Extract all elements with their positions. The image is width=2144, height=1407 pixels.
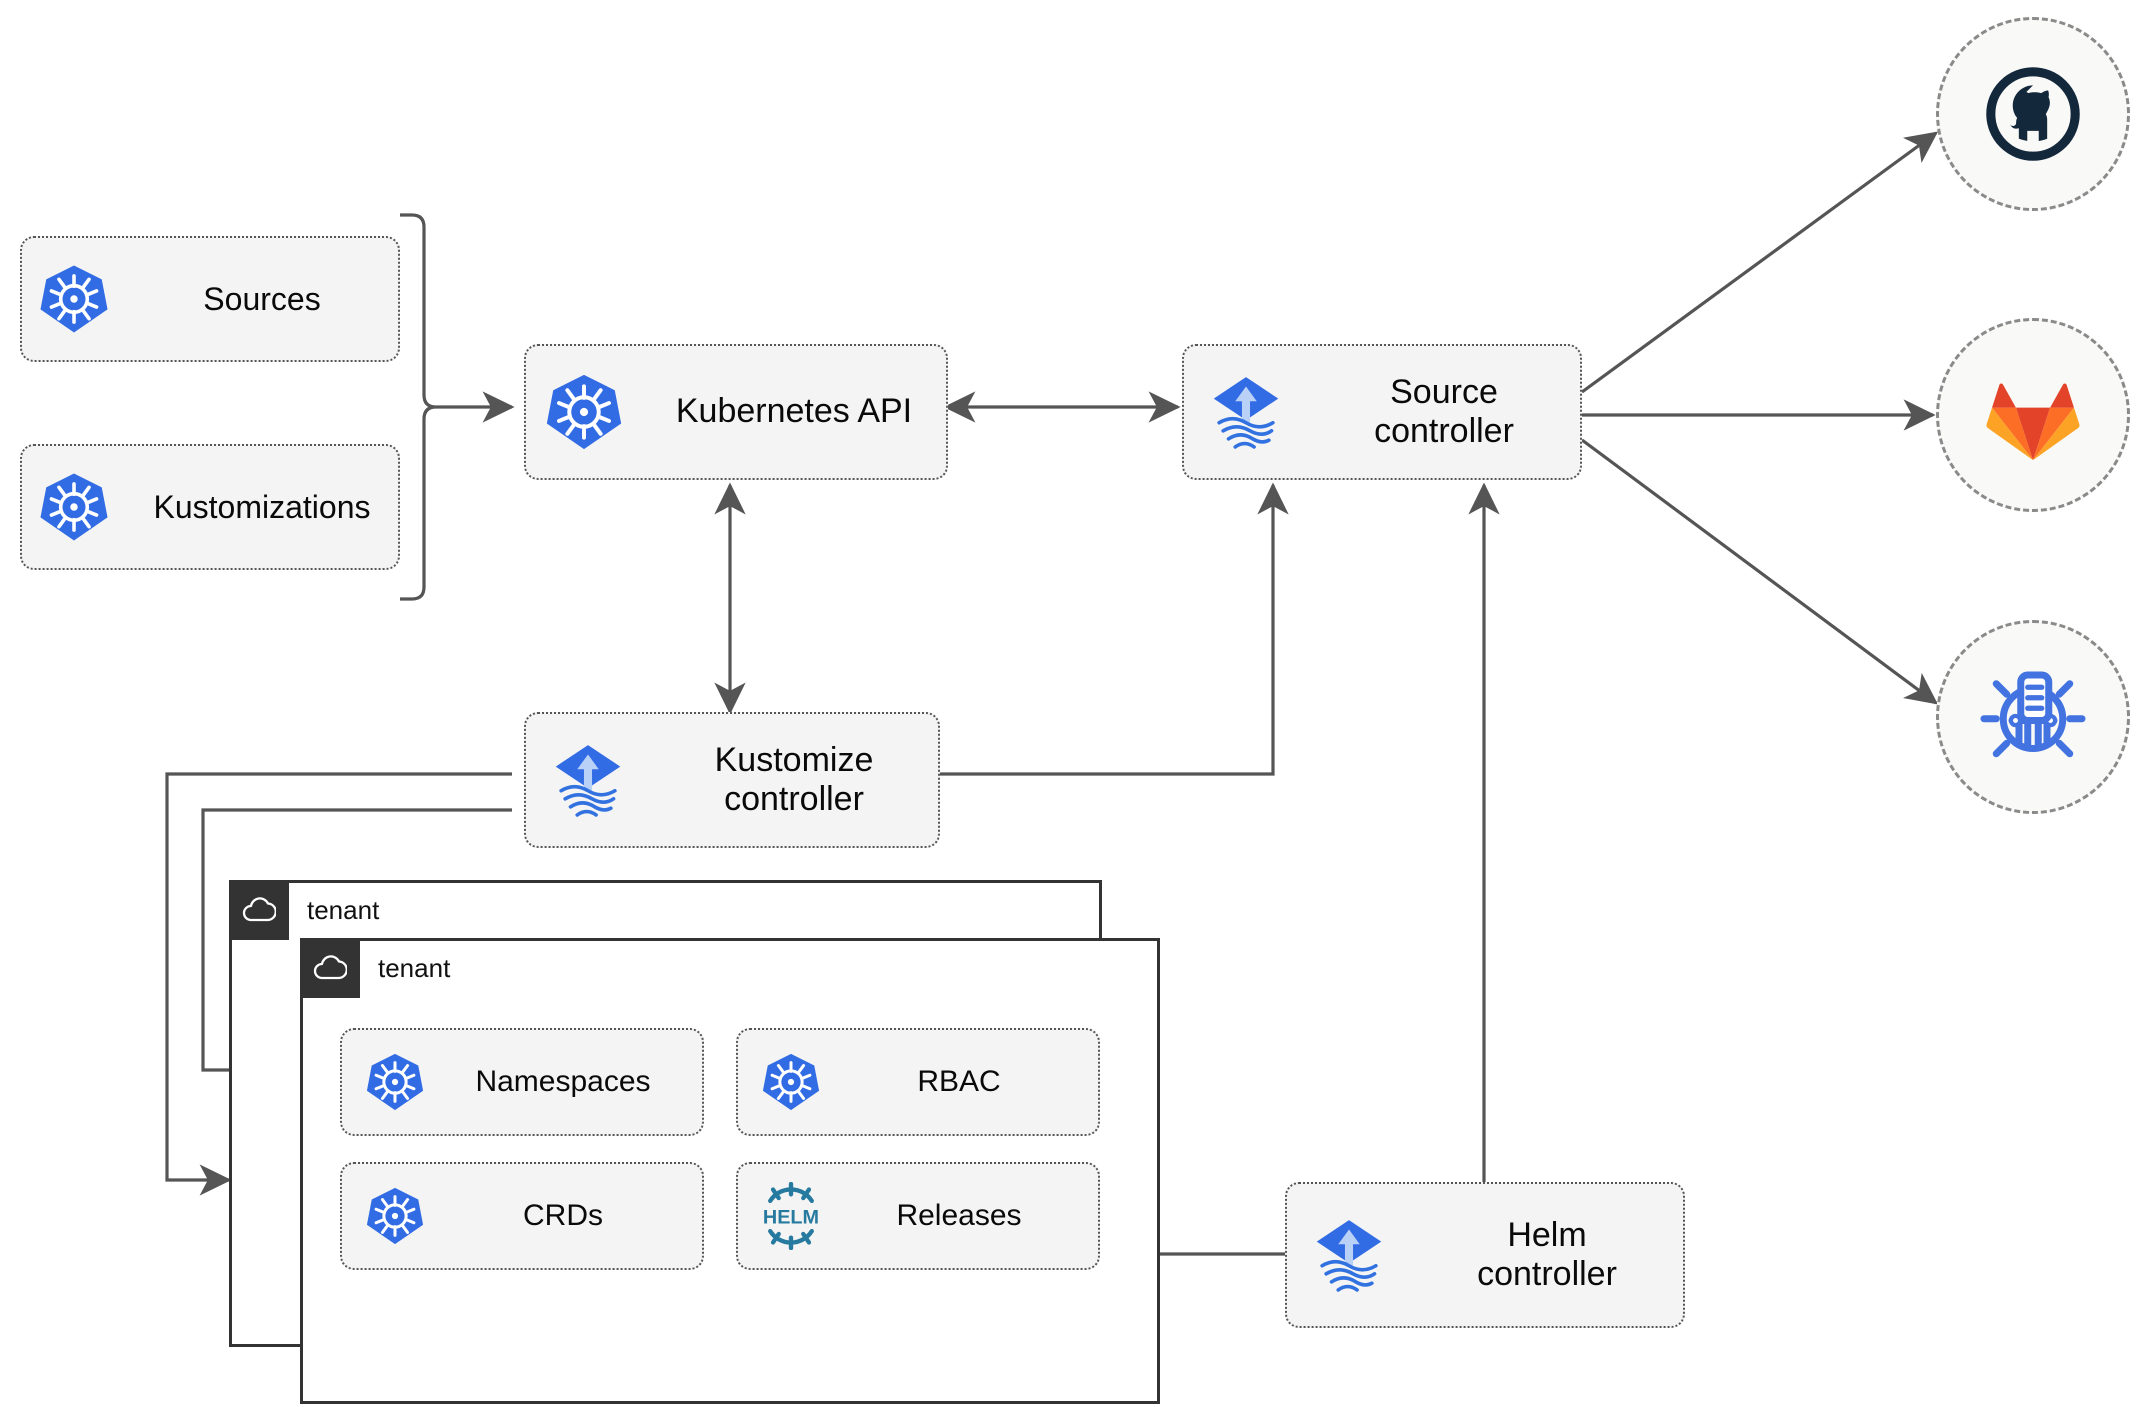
resource-label: Releases: [896, 1199, 1022, 1232]
node-label: Kustomizations: [153, 488, 371, 525]
edge-source-to-helmrepo: [1581, 438, 1939, 705]
helm-repository-icon: [1980, 671, 2086, 758]
kubernetes-icon: [22, 262, 126, 336]
resource-releases[interactable]: HELM Releases: [736, 1162, 1100, 1270]
edge-kustomize-to-source: [940, 482, 1289, 776]
edge-source-to-github: [1581, 131, 1939, 394]
helm-icon: HELM: [752, 1182, 830, 1250]
provider-gitlab[interactable]: [1936, 318, 2130, 512]
provider-helm-repository[interactable]: [1936, 620, 2130, 814]
node-sources[interactable]: Sources: [20, 236, 400, 362]
node-source-controller[interactable]: Source controller: [1182, 344, 1582, 480]
cloud-icon: [300, 938, 360, 998]
kubernetes-icon: [22, 470, 126, 544]
github-icon: [1986, 67, 2080, 161]
resource-label: RBAC: [917, 1065, 1001, 1098]
node-label: Kustomize controller: [714, 740, 874, 818]
tenant-header-1: tenant: [229, 880, 379, 940]
flux-icon: [526, 737, 650, 823]
resource-label: CRDs: [523, 1199, 603, 1232]
node-helm-controller[interactable]: Helm controller: [1285, 1182, 1685, 1328]
resource-rbac[interactable]: RBAC: [736, 1028, 1100, 1136]
resource-crds[interactable]: CRDs: [340, 1162, 704, 1270]
flux-icon: [1184, 369, 1308, 455]
node-label: Helm controller: [1477, 1215, 1617, 1293]
node-kustomizations[interactable]: Kustomizations: [20, 444, 400, 570]
node-label: Kubernetes API: [675, 392, 913, 431]
tenant-label: tenant: [378, 952, 451, 983]
cloud-icon: [229, 880, 289, 940]
resource-namespaces[interactable]: Namespaces: [340, 1028, 704, 1136]
node-label: Source controller: [1374, 372, 1514, 450]
gitlab-icon: [1986, 383, 2080, 461]
kubernetes-icon: [752, 1051, 830, 1113]
node-kustomize-controller[interactable]: Kustomize controller: [524, 712, 940, 848]
node-label: Sources: [203, 280, 321, 317]
flux-icon: [1287, 1212, 1411, 1298]
edge-inputs-bracket: [400, 213, 437, 601]
tenant-header-2: tenant: [300, 938, 450, 998]
node-kubernetes-api[interactable]: Kubernetes API: [524, 344, 948, 480]
kubernetes-icon: [356, 1051, 434, 1113]
provider-github[interactable]: [1936, 17, 2130, 211]
resource-label: Namespaces: [475, 1065, 651, 1098]
tenant-label: tenant: [307, 894, 380, 925]
kubernetes-icon: [356, 1185, 434, 1247]
kubernetes-icon: [526, 371, 642, 453]
tenant-resource-grid: Namespaces RBAC: [340, 1028, 1100, 1270]
svg-text:HELM: HELM: [763, 1207, 819, 1229]
